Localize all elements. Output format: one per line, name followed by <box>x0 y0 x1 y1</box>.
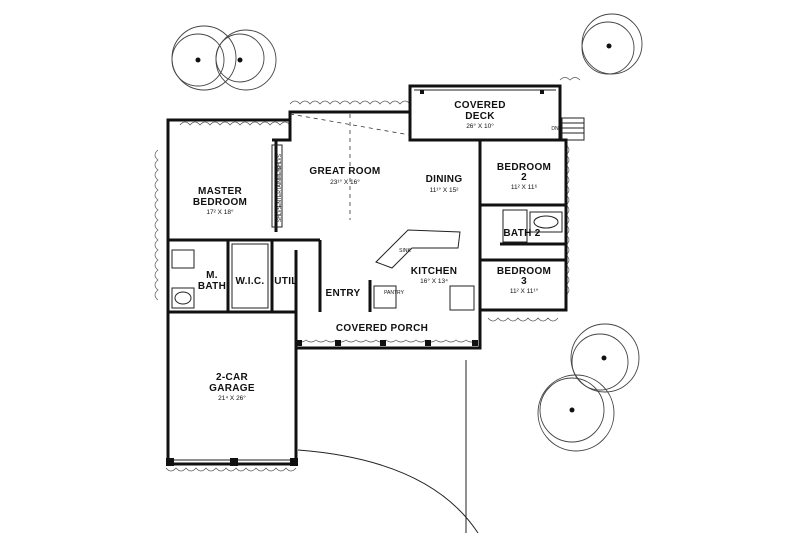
bedroom3-dims: 11² X 11¹° <box>510 287 539 295</box>
dining-label: DINING <box>426 174 463 185</box>
interior-walls <box>168 140 566 316</box>
garage-label-1: 2-CAR <box>216 372 249 383</box>
bedroom3-label-1: BEDROOM <box>497 266 551 277</box>
garage-dims: 21⁴ X 26° <box>218 394 246 402</box>
covered-porch-label: COVERED PORCH <box>336 323 428 334</box>
shelves-lower-label: SHLVS <box>277 205 283 222</box>
tree-top-left-2 <box>215 29 277 91</box>
tree-top-right <box>581 13 643 75</box>
bedroom2-dims: 11² X 11⁶ <box>511 184 538 191</box>
covered-deck-dims: 26° X 10° <box>466 122 494 130</box>
great-room-ceiling <box>289 113 411 220</box>
entry-label: ENTRY <box>325 288 360 299</box>
m-bath-label-1: M. <box>206 270 218 281</box>
master-bedroom-label-1: MASTER <box>198 186 242 197</box>
bedroom2-label-1: BEDROOM <box>497 162 551 173</box>
tree-top-left-1 <box>171 25 237 91</box>
entertainment-label: ENTERTAINMENT <box>277 165 283 207</box>
m-bath-label-2: BATH <box>198 281 226 292</box>
sink-label: SINK <box>399 248 411 254</box>
bedroom2-label-2: 2 <box>521 172 527 183</box>
master-bedroom-label-2: BEDROOM <box>193 197 247 208</box>
annotations: SHLVS ENTERTAINMENT SHLVS DN SINK <box>277 126 559 254</box>
landscape-shrubs <box>154 77 581 472</box>
bedroom3-label-2: 3 <box>521 276 527 287</box>
dining-dims: 11¹° X 15² <box>430 186 460 194</box>
landscape-trees <box>171 13 643 452</box>
room-labels: COVERED DECK 26° X 10° GREAT ROOM 23¹° X… <box>193 100 551 402</box>
tree-bottom-right-2 <box>537 374 615 452</box>
shelves-upper-label: SHLVS <box>277 153 283 170</box>
kitchen-label: KITCHEN <box>411 266 458 277</box>
kitchen-dims: 16° X 13⁴ <box>420 277 448 285</box>
covered-porch-structure <box>294 312 482 350</box>
garage-label-2: GARAGE <box>209 383 255 394</box>
driveway <box>297 360 479 533</box>
util-label: UTIL <box>274 276 297 287</box>
wic-label: W.I.C. <box>235 276 264 287</box>
great-room-dims: 23¹° X 16° <box>330 178 360 186</box>
pantry-label: PANTRY <box>384 290 404 296</box>
garage-structure <box>166 458 298 466</box>
covered-deck-label-1: COVERED <box>454 100 506 111</box>
deck-stairs <box>561 117 585 141</box>
master-bedroom-dims: 17² X 18° <box>206 208 234 216</box>
down-label: DN <box>551 126 559 132</box>
covered-deck-label-2: DECK <box>465 111 495 122</box>
tree-bottom-right-1 <box>570 323 640 393</box>
bath2-label: BATH 2 <box>503 228 540 239</box>
great-room-label: GREAT ROOM <box>309 166 380 177</box>
